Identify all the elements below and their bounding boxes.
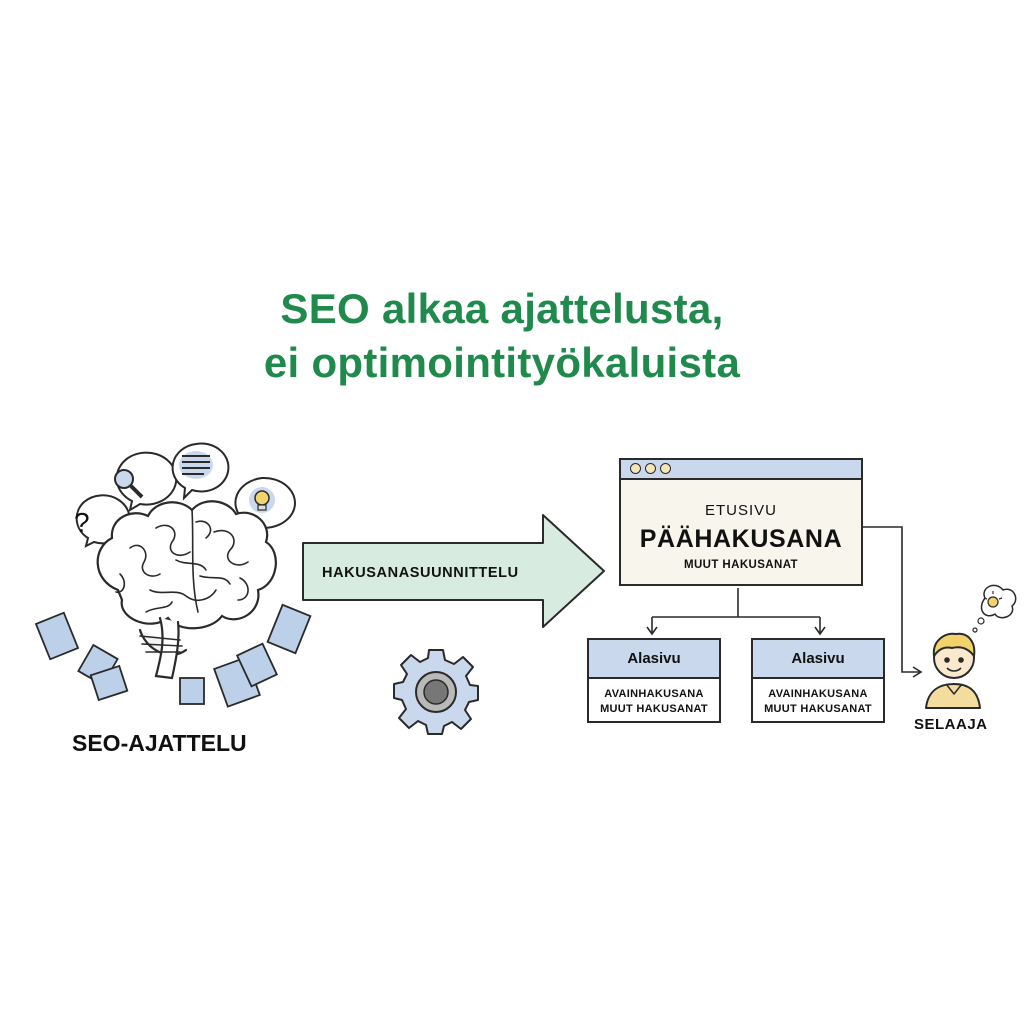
subpage-keyword: AVAINHAKUSANA: [604, 688, 704, 700]
arrow-label: HAKUSANASUUNNITTELU: [322, 565, 519, 581]
window-dot-icon: [660, 463, 671, 474]
title-line-2: ei optimointityökaluista: [263, 339, 741, 386]
subpage-keyword: AVAINHAKUSANA: [768, 688, 868, 700]
subpage-title: Alasivu: [589, 640, 719, 679]
user-icon: [925, 584, 1017, 709]
window-dot-icon: [645, 463, 656, 474]
brain-icon: [96, 500, 277, 680]
subpage-other-keywords: MUUT HAKUSANAT: [764, 703, 872, 715]
magnifier-icon: [114, 451, 178, 513]
subpage-card: Alasivu AVAINHAKUSANA MUUT HAKUSANAT: [587, 638, 721, 723]
connectors: [646, 526, 923, 678]
big-arrow: [302, 514, 605, 628]
subpage-card: Alasivu AVAINHAKUSANA MUUT HAKUSANAT: [751, 638, 885, 723]
paper-sheets: [34, 603, 312, 708]
homepage-window: ETUSIVU PÄÄHAKUSANA MUUT HAKUSANAT: [619, 458, 863, 586]
svg-text:?: ?: [74, 507, 90, 538]
homepage-other-keywords: MUUT HAKUSANAT: [684, 559, 798, 571]
main-keyword: PÄÄHAKUSANA: [639, 525, 843, 553]
document-lines-icon: [171, 442, 230, 501]
subpage-title: Alasivu: [753, 640, 883, 679]
user-label: SELAAJA: [914, 716, 988, 733]
window-titlebar: [621, 460, 861, 480]
window-dot-icon: [630, 463, 641, 474]
gear-icon: [393, 649, 479, 735]
homepage-heading: ETUSIVU: [704, 502, 777, 519]
seo-thinking-label: SEO-AJATTELU: [72, 730, 247, 756]
subpage-other-keywords: MUUT HAKUSANAT: [600, 703, 708, 715]
title-line-1: SEO alkaa ajattelusta,: [280, 285, 724, 332]
page-title: SEO alkaa ajattelusta, ei optimointityök…: [0, 282, 1004, 390]
